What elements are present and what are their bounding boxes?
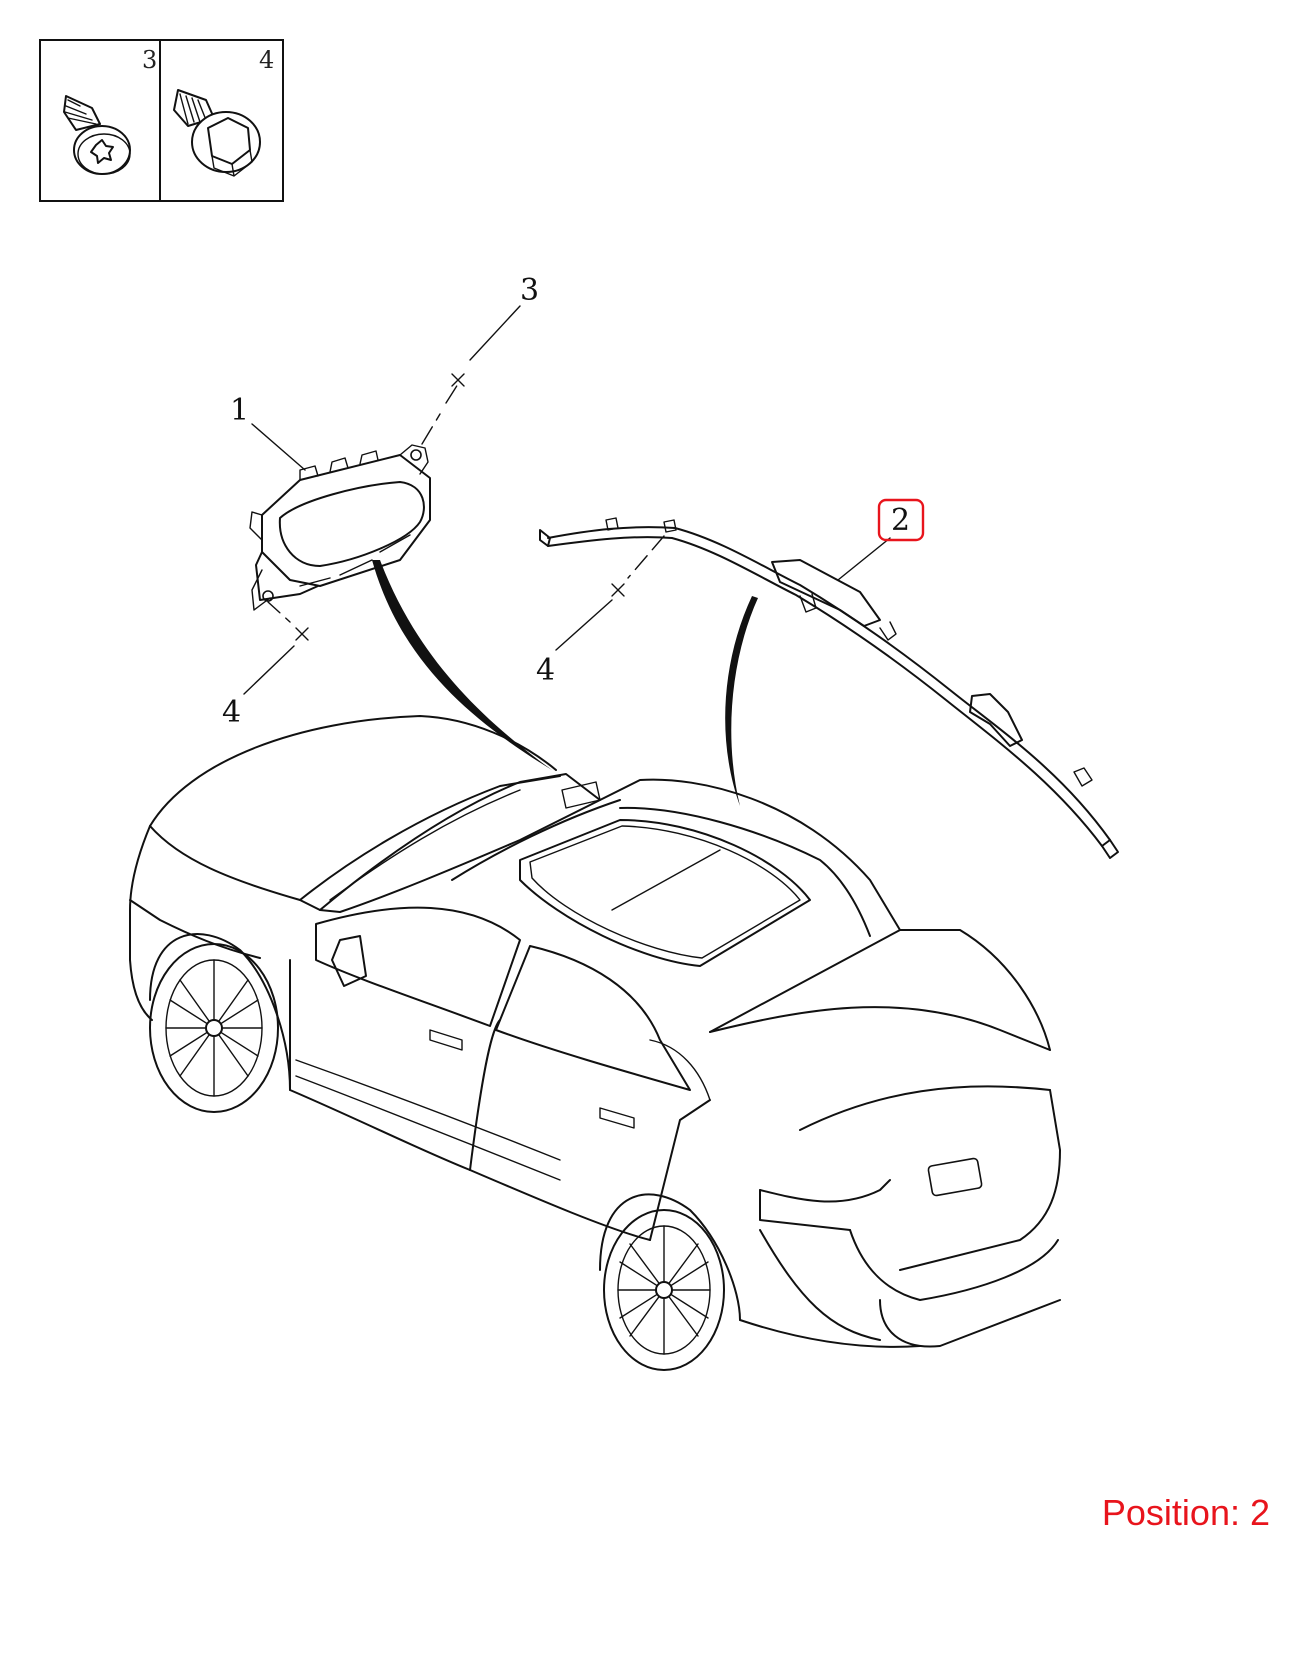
position-label: Position: 2: [1101, 1492, 1270, 1533]
callout-part-2: 2: [891, 503, 910, 538]
callout-highlight-box: [877, 498, 925, 542]
callout-part-4-left: 4: [222, 695, 241, 730]
vehicle-outline: [129, 715, 1061, 1371]
leader-line-part-2: [837, 537, 891, 581]
fastener-number-3: 3: [142, 46, 157, 74]
callout-part-3: 3: [520, 273, 539, 308]
passenger-airbag-module: [249, 444, 431, 611]
torx-screw-icon: [63, 95, 131, 175]
bolt-4-axis-left: [243, 601, 309, 695]
callout-part-4-right: 4: [536, 653, 555, 688]
leader-line-part-1: [251, 423, 306, 471]
fastener-legend-box: 3 4: [39, 39, 284, 202]
fastener-number-4: 4: [259, 46, 274, 74]
callout-part-1: 1: [230, 393, 249, 428]
screw-3-axis: [421, 305, 521, 445]
airbag-location-indicator: [372, 560, 552, 770]
curtain-location-indicator: [725, 596, 758, 806]
hex-flange-bolt-icon: [173, 89, 261, 177]
curtain-airbag: [539, 517, 1119, 859]
bolt-4-axis-right: [555, 535, 665, 651]
